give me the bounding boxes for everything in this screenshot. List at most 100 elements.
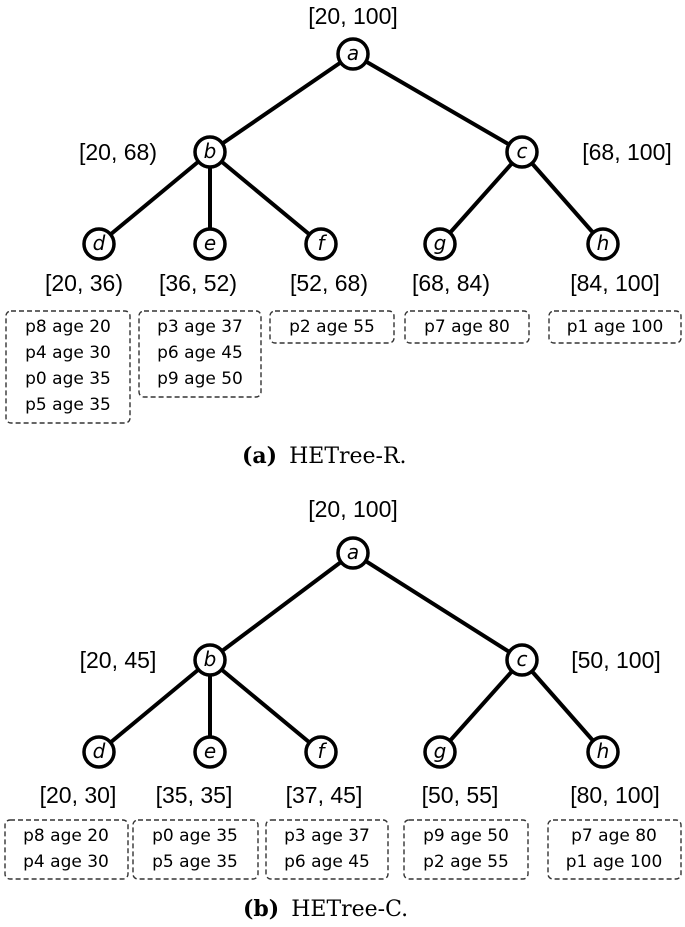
- edge-a-b: [208, 52, 355, 154]
- record-entry: p2 age 55: [423, 852, 509, 872]
- leaf-box-g: p7 age 80: [404, 310, 530, 344]
- tree-node-d: d: [82, 227, 116, 261]
- node-letter: g: [434, 231, 447, 255]
- range-label-h: [80, 100]: [570, 782, 660, 808]
- range-label-b: [20, 68): [79, 139, 157, 165]
- dashed-box: [269, 310, 395, 344]
- range-label-c: [50, 100]: [571, 647, 661, 673]
- tree-node-h: h: [586, 227, 620, 261]
- dashed-box: [404, 310, 530, 344]
- dashed-box: [132, 819, 259, 880]
- node-letter: a: [347, 540, 359, 564]
- caption-a: (a) HETree-R.: [242, 443, 407, 469]
- record-entry: p3 age 37: [284, 826, 370, 846]
- edge-c-h: [520, 658, 605, 754]
- range-label-e: [36, 52): [159, 270, 237, 296]
- edge-c-g: [438, 150, 524, 246]
- node-letter: a: [347, 41, 359, 65]
- range-labels: [20, 100] [20, 45] [50, 100] [20, 30] [3…: [40, 496, 661, 808]
- range-label-b: [20, 45]: [80, 647, 157, 673]
- tree-node-e: e: [193, 735, 227, 769]
- node-circle: [505, 643, 539, 677]
- record-entry: p4 age 30: [25, 343, 111, 363]
- leaf-record-boxes: p8 age 20 p4 age 30 p0 age 35 p5 age 35 …: [5, 310, 682, 424]
- range-label-f: [52, 68): [290, 270, 368, 296]
- record-entry: p1 age 100: [567, 317, 664, 337]
- tree-node-g: g: [423, 735, 457, 769]
- record-entry: p6 age 45: [157, 343, 243, 363]
- tree-node-c: c: [505, 135, 539, 169]
- tree-node-g: g: [423, 227, 457, 261]
- edge-c-g: [438, 658, 524, 754]
- tree-node-b: b: [193, 135, 227, 169]
- node-circle: [193, 735, 227, 769]
- record-entry: p7 age 80: [571, 826, 657, 846]
- record-entry: p3 age 37: [157, 317, 243, 337]
- leaf-box-f: p3 age 37 p6 age 45: [265, 819, 389, 880]
- node-circle: [586, 735, 620, 769]
- node-circle: [82, 227, 116, 261]
- node-circle: [505, 135, 539, 169]
- tree-node-f: f: [304, 735, 338, 769]
- range-label-a: [20, 100]: [308, 496, 398, 522]
- dashed-box: [5, 310, 131, 424]
- dashed-box: [548, 310, 682, 344]
- range-label-g: [68, 84): [412, 270, 490, 296]
- range-label-f: [37, 45]: [286, 782, 363, 808]
- leaf-record-boxes: p8 age 20 p4 age 30 p0 age 35 p5 age 35 …: [4, 819, 682, 880]
- leaf-box-h: p1 age 100: [548, 310, 682, 344]
- dashed-box: [547, 819, 682, 880]
- leaf-box-d: p8 age 20 p4 age 30 p0 age 35 p5 age 35: [5, 310, 131, 424]
- dashed-box: [403, 819, 529, 880]
- record-entry: p9 age 50: [423, 826, 509, 846]
- record-entry: p0 age 35: [152, 826, 238, 846]
- node-letter: h: [597, 739, 610, 763]
- tree-node-b: b: [193, 643, 227, 677]
- caption-text: HETree-R.: [289, 444, 406, 469]
- node-letter: d: [93, 231, 106, 255]
- node-letter: c: [517, 647, 528, 671]
- node-circle: [423, 227, 457, 261]
- range-label-d: [20, 36): [45, 270, 123, 296]
- dashed-box: [265, 819, 389, 880]
- node-circle: [193, 227, 227, 261]
- leaf-box-d: p8 age 20 p4 age 30: [4, 819, 129, 880]
- node-circle: [304, 227, 338, 261]
- record-entry: p9 age 50: [157, 369, 243, 389]
- node-letter: e: [204, 739, 216, 763]
- record-entry: p5 age 35: [25, 395, 111, 415]
- range-label-d: [20, 30]: [40, 782, 117, 808]
- range-label-a: [20, 100]: [308, 3, 398, 29]
- tree-a: a b c d e f g: [5, 3, 682, 469]
- dashed-box: [138, 310, 262, 398]
- nodes: a b c d e f g: [82, 536, 620, 769]
- caption-tag: (b): [243, 896, 279, 922]
- tree-node-e: e: [193, 227, 227, 261]
- node-circle: [586, 227, 620, 261]
- range-label-c: [68, 100]: [582, 139, 672, 165]
- record-entry: p6 age 45: [284, 852, 370, 872]
- leaf-box-e: p0 age 35 p5 age 35: [132, 819, 259, 880]
- range-label-e: [35, 35]: [156, 782, 233, 808]
- nodes: a b c d e f g: [82, 37, 620, 261]
- edge-a-c: [351, 52, 524, 154]
- record-entry: p7 age 80: [424, 317, 510, 337]
- node-letter: e: [204, 231, 216, 255]
- tree-node-d: d: [82, 735, 116, 769]
- edge-b-f: [208, 150, 323, 246]
- record-entry: p2 age 55: [289, 317, 375, 337]
- tree-node-a: a: [336, 37, 370, 71]
- record-entry: p8 age 20: [25, 317, 111, 337]
- leaf-box-h: p7 age 80 p1 age 100: [547, 819, 682, 880]
- range-label-h: [84, 100]: [570, 270, 660, 296]
- caption-tag: (a): [242, 443, 277, 469]
- tree-node-f: f: [304, 227, 338, 261]
- leaf-box-f: p2 age 55: [269, 310, 395, 344]
- range-labels: [20, 100] [20, 68) [68, 100] [20, 36) [3…: [45, 3, 672, 296]
- node-letter: h: [597, 231, 610, 255]
- node-circle: [193, 135, 227, 169]
- tree-node-h: h: [586, 735, 620, 769]
- node-circle: [82, 735, 116, 769]
- node-circle: [423, 735, 457, 769]
